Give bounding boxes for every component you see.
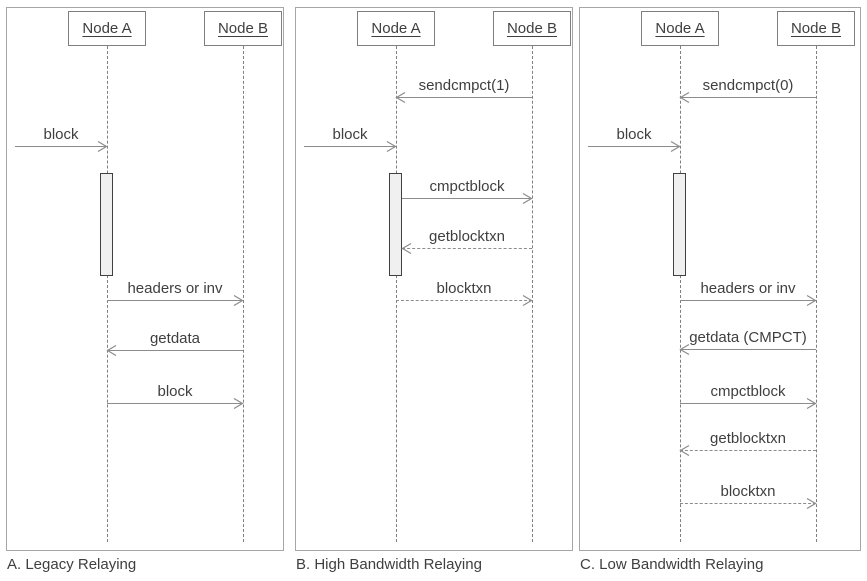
message-line	[15, 146, 107, 147]
panel-low-bandwidth-relaying: Node A Node B sendcmpct(0) block headers or …	[579, 7, 861, 551]
arrowhead-icon	[679, 444, 690, 457]
node-b-lifeline	[532, 46, 533, 542]
node-b-box: Node B	[777, 11, 855, 46]
message-label: blocktxn	[436, 280, 492, 297]
message-line	[396, 300, 532, 301]
node-a-lifeline	[680, 46, 681, 542]
message-label: sendcmpct(0)	[702, 77, 794, 94]
message-line	[304, 146, 396, 147]
message-label: block	[616, 126, 652, 143]
activation-bar	[673, 173, 686, 276]
arrowhead-icon	[679, 91, 690, 104]
message-label: getdata (CMPCT)	[689, 329, 807, 346]
message-label: getblocktxn	[710, 430, 786, 447]
panel-high-bandwidth-relaying: Node A Node B sendcmpct(1) block cmpctblock g…	[295, 7, 573, 551]
message-line	[107, 300, 243, 301]
arrowhead-icon	[395, 91, 406, 104]
message-line	[402, 198, 532, 199]
arrowhead-icon	[401, 242, 412, 255]
node-b-lifeline	[816, 46, 817, 542]
node-a-box: Node A	[68, 11, 146, 46]
node-a-lifeline	[107, 46, 108, 542]
message-line	[680, 349, 816, 350]
message-label: getdata	[149, 330, 201, 347]
message-line	[588, 146, 680, 147]
message-label: sendcmpct(1)	[418, 77, 510, 94]
message-label: block	[43, 126, 79, 143]
arrowhead-icon	[233, 397, 244, 410]
activation-bar	[389, 173, 402, 276]
message-line	[402, 248, 532, 249]
message-line	[107, 350, 243, 351]
message-line	[680, 450, 816, 451]
message-line	[680, 503, 816, 504]
node-b-lifeline	[243, 46, 244, 542]
message-line	[680, 97, 816, 98]
arrowhead-icon	[386, 140, 397, 153]
message-label: headers or inv	[127, 280, 223, 297]
message-line	[680, 300, 816, 301]
arrowhead-icon	[806, 294, 817, 307]
arrowhead-icon	[806, 397, 817, 410]
message-label: block	[332, 126, 368, 143]
node-b-box: Node B	[493, 11, 571, 46]
message-line	[107, 403, 243, 404]
panel-caption: B. High Bandwidth Relaying	[296, 556, 482, 573]
message-line	[680, 403, 816, 404]
arrowhead-icon	[233, 294, 244, 307]
message-label: headers or inv	[700, 280, 796, 297]
arrowhead-icon	[679, 343, 690, 356]
message-label: cmpctblock	[429, 178, 505, 195]
arrowhead-icon	[522, 294, 533, 307]
panel-caption: C. Low Bandwidth Relaying	[580, 556, 764, 573]
arrowhead-icon	[106, 344, 117, 357]
arrowhead-icon	[670, 140, 681, 153]
activation-bar	[100, 173, 113, 276]
panel-caption: A. Legacy Relaying	[7, 556, 137, 573]
node-a-box: Node A	[641, 11, 719, 46]
arrowhead-icon	[97, 140, 108, 153]
message-label: block	[157, 383, 193, 400]
arrowhead-icon	[806, 497, 817, 510]
message-label: blocktxn	[720, 483, 776, 500]
node-a-box: Node A	[357, 11, 435, 46]
message-label: cmpctblock	[710, 383, 786, 400]
message-label: getblocktxn	[429, 228, 505, 245]
arrowhead-icon	[522, 192, 533, 205]
node-a-lifeline	[396, 46, 397, 542]
message-line	[396, 97, 532, 98]
panel-legacy-relaying: Node A Node B block headers or inv getdata bl…	[6, 7, 284, 551]
node-b-box: Node B	[204, 11, 282, 46]
